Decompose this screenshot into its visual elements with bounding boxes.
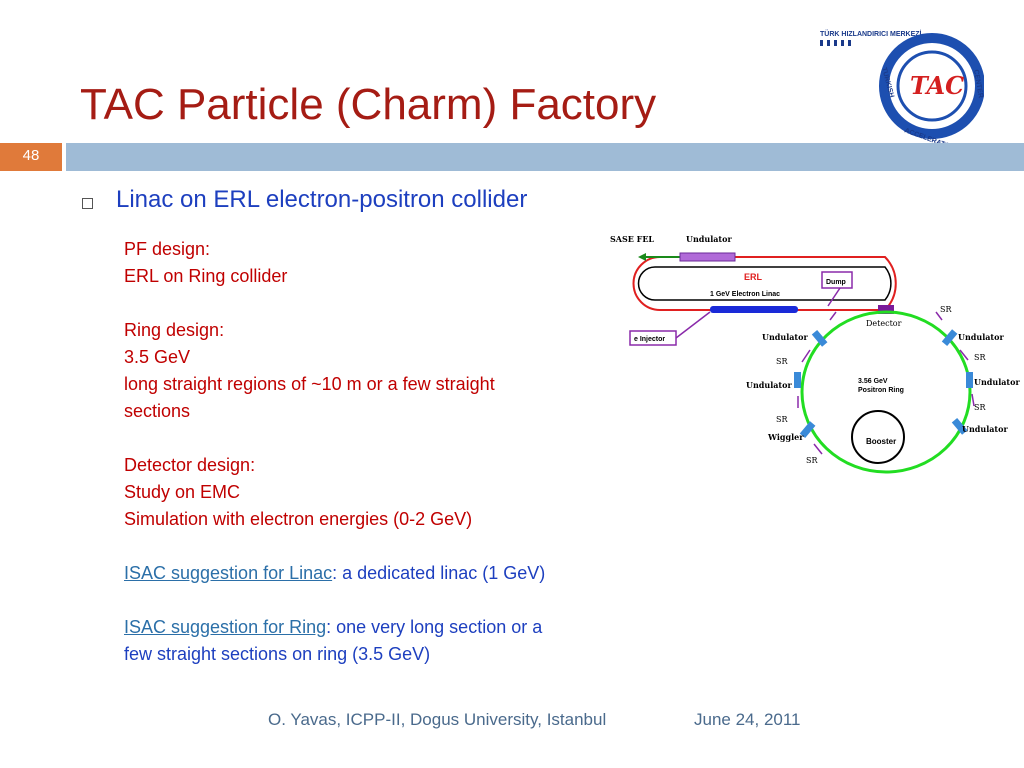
svg-text:TAC: TAC — [910, 71, 964, 100]
detector-label: Detector — [866, 319, 902, 328]
undulator-label: Undulator — [746, 380, 792, 390]
isac-ring-line: ISAC suggestion for Ring: one very long … — [124, 614, 684, 641]
svg-text:TÜRK HIZLANDIRICI MERKEZİ: TÜRK HIZLANDIRICI MERKEZİ — [820, 29, 922, 38]
injector-label: e Injector — [634, 336, 665, 343]
undulator-label: Undulator — [958, 332, 1004, 342]
bullet-text: Linac on ERL electron-positron collider — [116, 186, 528, 213]
ring-line-2: sections — [124, 401, 191, 421]
sr-label: SR — [776, 415, 788, 424]
accelerator-diagram: SASE FEL Undulator ERL 1 GeV Electron Li… — [600, 222, 1020, 482]
bullet-marker — [82, 198, 93, 209]
sr-label: SR — [974, 353, 986, 362]
tac-logo: TÜRK HIZLANDIRICI MERKEZİ TAC TURKISH AC… — [818, 28, 985, 152]
sr-label: SR — [974, 403, 986, 412]
ring-label-2: Positron Ring — [858, 387, 904, 394]
ring-line-1: long straight regions of ~10 m or a few … — [124, 374, 495, 394]
undulator-label: Undulator — [974, 377, 1020, 387]
isac-ring-link[interactable]: ISAC suggestion for Ring — [124, 617, 327, 637]
undulator-top-label: Undulator — [686, 234, 732, 244]
pf-line: ERL on Ring collider — [124, 266, 288, 286]
ring-label: 3.56 GeV — [858, 378, 888, 385]
header-bar — [66, 143, 1024, 171]
body-text: PF design: ERL on Ring collider Ring des… — [124, 236, 684, 668]
svg-text:CENTER: CENTER — [972, 69, 984, 99]
sase-fel-label: SASE FEL — [610, 234, 654, 244]
undulator-label: Undulator — [962, 424, 1008, 434]
linac-label: 1 GeV Electron Linac — [710, 291, 780, 298]
wiggler-label: Wiggler — [767, 432, 804, 442]
isac-linac-link[interactable]: ISAC suggestion for Linac — [124, 563, 333, 583]
detector-line-1: Study on EMC — [124, 482, 241, 502]
slide-number: 48 — [0, 143, 62, 171]
ring-heading: Ring design: — [124, 320, 225, 340]
slide-title: TAC Particle (Charm) Factory — [80, 80, 657, 129]
isac-linac-text: : a dedicated linac (1 GeV) — [332, 563, 546, 583]
detector-heading: Detector design: — [124, 455, 256, 475]
booster-label: Booster — [866, 437, 896, 446]
pf-heading: PF design: — [124, 239, 211, 259]
erl-label: ERL — [744, 272, 763, 282]
undulator-label: Undulator — [762, 332, 808, 342]
sr-label: SR — [776, 357, 788, 366]
isac-linac-line: ISAC suggestion for Linac: a dedicated l… — [124, 560, 684, 587]
sr-label: SR — [806, 456, 818, 465]
isac-ring-text-1: : one very long section or a — [326, 617, 543, 637]
footer-date: June 24, 2011 — [694, 710, 801, 729]
isac-ring-text-2: few straight sections on ring (3.5 GeV) — [124, 644, 431, 664]
dump-label: Dump — [826, 279, 846, 286]
ring-energy: 3.5 GeV — [124, 347, 191, 367]
detector-line-2: Simulation with electron energies (0-2 G… — [124, 509, 473, 529]
sr-label: SR — [940, 305, 952, 314]
footer-author: O. Yavas, ICPP-II, Dogus University, Ist… — [268, 710, 607, 729]
